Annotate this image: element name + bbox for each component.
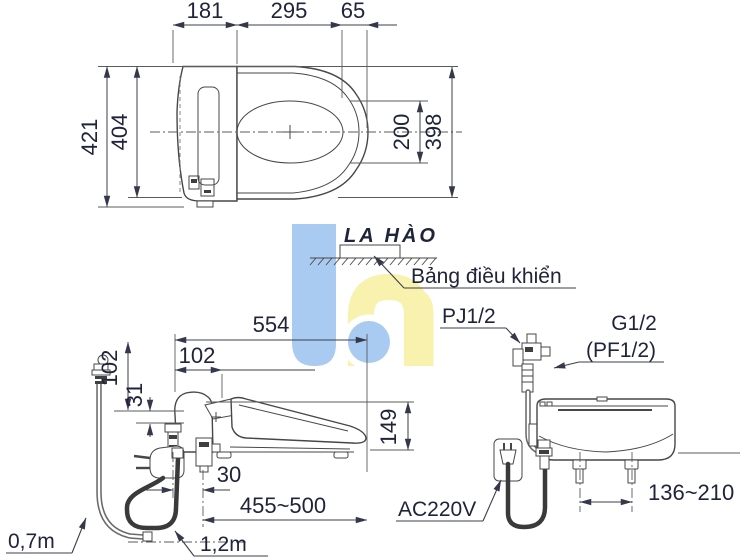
dim-102-vertical: 102 (97, 350, 122, 387)
side-view-dimensions: 554 102 31 102 149 30 455~500 (6, 312, 414, 557)
unit-foot (196, 200, 214, 208)
logo-yellow-outline (412, 287, 434, 366)
dim-65: 65 (341, 0, 365, 23)
dim-102-horizontal: 102 (179, 343, 216, 368)
dim-554: 554 (253, 312, 290, 337)
thread-alt-label: (PF1/2) (586, 339, 656, 362)
top-view-outline (150, 65, 462, 208)
front-view-dimensions: PJ1/2 G1/2 (PF1/2) AC220V 136~210 (396, 305, 734, 522)
lid-side (230, 396, 367, 444)
control-panel-detail: Bảng điều khiển (309, 244, 576, 289)
seat-foot-rear (216, 451, 232, 459)
unit-detail-a (188, 175, 200, 190)
hose-length-label: 0,7m (8, 530, 55, 553)
logo-yellow-arch (348, 273, 430, 366)
dim-404: 404 (107, 114, 132, 151)
logo-blue-bar (292, 224, 336, 366)
dim-31: 31 (122, 383, 147, 407)
dim-30: 30 (217, 462, 241, 487)
dim-295: 295 (271, 0, 308, 23)
cord-length-label: 1,2m (200, 533, 247, 556)
power-label: AC220V (398, 498, 476, 521)
brand-text: LA HÀO (344, 224, 438, 247)
side-view: 554 102 31 102 149 30 455~500 (6, 312, 414, 557)
logo-blue-dot (348, 321, 390, 363)
unit-ridge (197, 86, 220, 186)
thread-label: G1/2 (611, 312, 657, 335)
control-panel-box (339, 244, 401, 259)
mount-bolt-right (624, 459, 639, 470)
seat-foot-front (333, 451, 349, 459)
lid-inner-contour (237, 72, 360, 194)
dim-200: 200 (389, 114, 414, 151)
dim-136-210: 136~210 (648, 480, 734, 505)
front-view: PJ1/2 G1/2 (PF1/2) AC220V 136~210 (396, 305, 740, 530)
dim-455-500: 455~500 (240, 493, 326, 518)
side-view-outline (91, 354, 367, 542)
dim-149: 149 (376, 409, 401, 446)
front-view-outline (493, 333, 740, 530)
seat-front-body (536, 398, 676, 461)
front-power-cord (505, 461, 548, 530)
inlet-label: PJ1/2 (442, 305, 496, 328)
top-view: 181 295 65 421 404 200 398 (77, 0, 462, 208)
watermark-logo: LA HÀO (292, 224, 438, 370)
control-panel-label: Bảng điều khiển (411, 265, 562, 288)
dim-181: 181 (187, 0, 224, 23)
lid-top (236, 65, 369, 200)
dim-398: 398 (421, 114, 446, 151)
top-view-dimensions: 181 295 65 421 404 200 398 (77, 0, 458, 208)
dim-421: 421 (77, 119, 102, 156)
unit-detail-b (200, 178, 215, 197)
mount-bolt-left (572, 459, 587, 470)
power-cord (124, 455, 181, 531)
